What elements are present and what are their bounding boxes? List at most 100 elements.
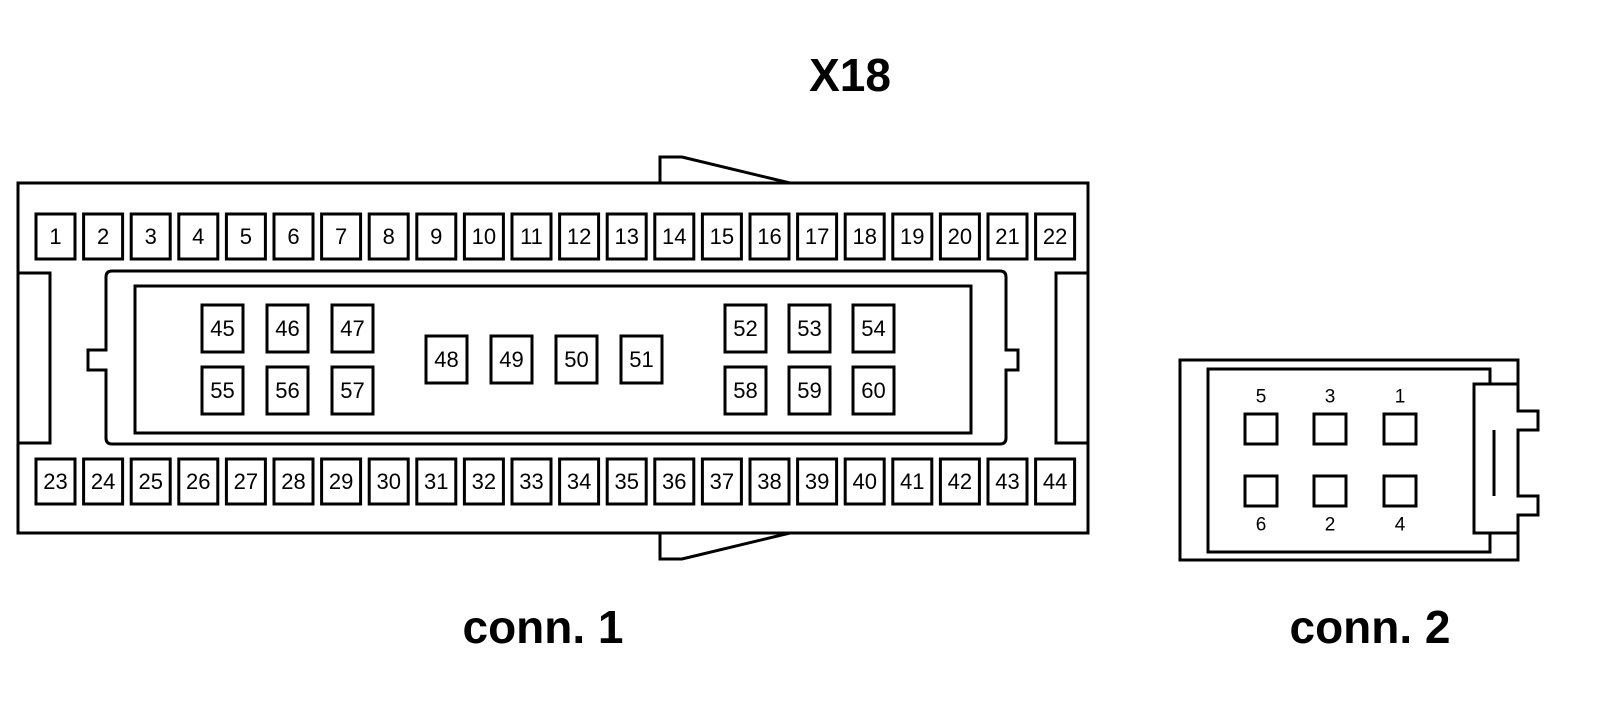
pin-40: 40 bbox=[843, 457, 886, 506]
pin-box bbox=[787, 303, 832, 354]
pin-33: 33 bbox=[510, 457, 553, 506]
pin-57: 57 bbox=[330, 365, 375, 416]
pin-number: 9 bbox=[430, 224, 442, 249]
pin-32: 32 bbox=[462, 457, 505, 506]
pin-box bbox=[619, 334, 664, 385]
pin-number: 28 bbox=[281, 469, 305, 494]
pin-number: 5 bbox=[240, 224, 252, 249]
pin-box bbox=[796, 212, 839, 261]
pin-number: 3 bbox=[145, 224, 157, 249]
pin-number: 52 bbox=[733, 316, 757, 341]
pin-box bbox=[1243, 474, 1279, 508]
pin-55: 55 bbox=[200, 365, 245, 416]
pin-number: 57 bbox=[340, 378, 364, 403]
pin-number: 4 bbox=[192, 224, 204, 249]
pin-1-label: 1 bbox=[1395, 387, 1406, 408]
pin-box bbox=[330, 365, 375, 416]
pin-number: 33 bbox=[519, 469, 543, 494]
pin-23: 23 bbox=[34, 457, 77, 506]
pin-19: 19 bbox=[891, 212, 934, 261]
pin-box bbox=[415, 457, 458, 506]
pin-box bbox=[177, 212, 220, 261]
pin-box bbox=[82, 212, 125, 261]
pin-number: 54 bbox=[861, 316, 885, 341]
pin-box bbox=[129, 212, 172, 261]
connector-1-inner-cavity bbox=[133, 284, 973, 435]
pin-number: 46 bbox=[275, 316, 299, 341]
pin-box bbox=[224, 212, 267, 261]
pin-box bbox=[851, 365, 896, 416]
pin-box bbox=[723, 365, 768, 416]
pin-43: 43 bbox=[986, 457, 1029, 506]
pin-1: 1 bbox=[34, 212, 77, 261]
pin-box bbox=[986, 457, 1029, 506]
pin-8: 8 bbox=[367, 212, 410, 261]
connector-2-latch bbox=[1472, 382, 1540, 535]
pin-2-label: 2 bbox=[1325, 515, 1336, 536]
pin-number: 38 bbox=[757, 469, 781, 494]
pin-26: 26 bbox=[177, 457, 220, 506]
pin-4: 4 bbox=[177, 212, 220, 261]
pin-2: 2 bbox=[82, 212, 125, 261]
pin-box bbox=[265, 303, 310, 354]
pin-number: 10 bbox=[472, 224, 496, 249]
pin-3-label: 3 bbox=[1325, 387, 1336, 408]
pin-box bbox=[558, 212, 601, 261]
connector-2-inner-frame bbox=[1206, 367, 1492, 554]
pin-36: 36 bbox=[653, 457, 696, 506]
pin-14: 14 bbox=[653, 212, 696, 261]
pin-box bbox=[986, 212, 1029, 261]
connector-1-top-latch bbox=[658, 155, 791, 185]
pin-number: 49 bbox=[499, 347, 523, 372]
pin-number: 7 bbox=[335, 224, 347, 249]
pin-box bbox=[224, 457, 267, 506]
pin-box bbox=[367, 457, 410, 506]
pin-number: 20 bbox=[948, 224, 972, 249]
pin-box bbox=[34, 457, 77, 506]
pin-10: 10 bbox=[462, 212, 505, 261]
pin-box bbox=[367, 212, 410, 261]
connector-1-inner-body bbox=[86, 269, 1020, 446]
pin-box bbox=[605, 212, 648, 261]
pin-number: 6 bbox=[287, 224, 299, 249]
pin-4-label: 4 bbox=[1395, 515, 1406, 536]
pin-28: 28 bbox=[272, 457, 315, 506]
pin-box bbox=[82, 457, 125, 506]
pin-number: 43 bbox=[995, 469, 1019, 494]
pin-15: 15 bbox=[700, 212, 743, 261]
pin-box bbox=[424, 334, 469, 385]
pin-17: 17 bbox=[796, 212, 839, 261]
pin-box bbox=[748, 457, 791, 506]
pin-6: 6 bbox=[272, 212, 315, 261]
pin-number: 13 bbox=[614, 224, 638, 249]
connector-1-label: conn. 1 bbox=[462, 601, 623, 653]
pin-number: 17 bbox=[805, 224, 829, 249]
pin-box bbox=[320, 212, 363, 261]
pin-number: 19 bbox=[900, 224, 924, 249]
pin-number: 47 bbox=[340, 316, 364, 341]
pin-number: 41 bbox=[900, 469, 924, 494]
pin-box bbox=[653, 457, 696, 506]
pin-box bbox=[177, 457, 220, 506]
pin-9: 9 bbox=[415, 212, 458, 261]
pin-box bbox=[723, 303, 768, 354]
pin-20: 20 bbox=[938, 212, 981, 261]
pin-box bbox=[554, 334, 599, 385]
pin-box bbox=[605, 457, 648, 506]
pin-number: 42 bbox=[948, 469, 972, 494]
pin-number: 21 bbox=[995, 224, 1019, 249]
pin-box bbox=[891, 457, 934, 506]
pin-24: 24 bbox=[82, 457, 125, 506]
pin-51: 51 bbox=[619, 334, 664, 385]
pin-number: 12 bbox=[567, 224, 591, 249]
pin-number: 55 bbox=[210, 378, 234, 403]
pin-box bbox=[1312, 474, 1348, 508]
pin-box bbox=[700, 212, 743, 261]
pin-46: 46 bbox=[265, 303, 310, 354]
pin-box bbox=[462, 457, 505, 506]
pin-13: 13 bbox=[605, 212, 648, 261]
